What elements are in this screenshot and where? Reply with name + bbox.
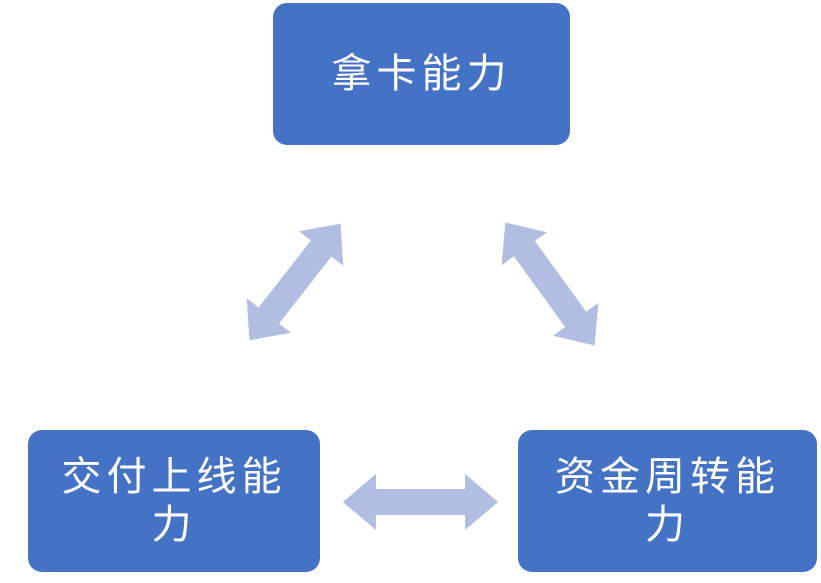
node-delivery-launch: 交付上线能力	[28, 430, 320, 572]
double-arrow-bottomleft-bottomright-icon	[343, 474, 498, 530]
node-capital-turnover-label: 资金周转能力	[555, 454, 780, 548]
node-capital-turnover: 资金周转能力	[518, 430, 817, 572]
double-arrow-top-bottomleft-icon	[227, 206, 362, 357]
node-delivery-launch-label: 交付上线能力	[61, 454, 287, 548]
double-arrow-top-bottomright-icon	[483, 206, 618, 362]
node-card-acquisition: 拿卡能力	[273, 3, 570, 145]
node-card-acquisition-label: 拿卡能力	[331, 51, 512, 97]
